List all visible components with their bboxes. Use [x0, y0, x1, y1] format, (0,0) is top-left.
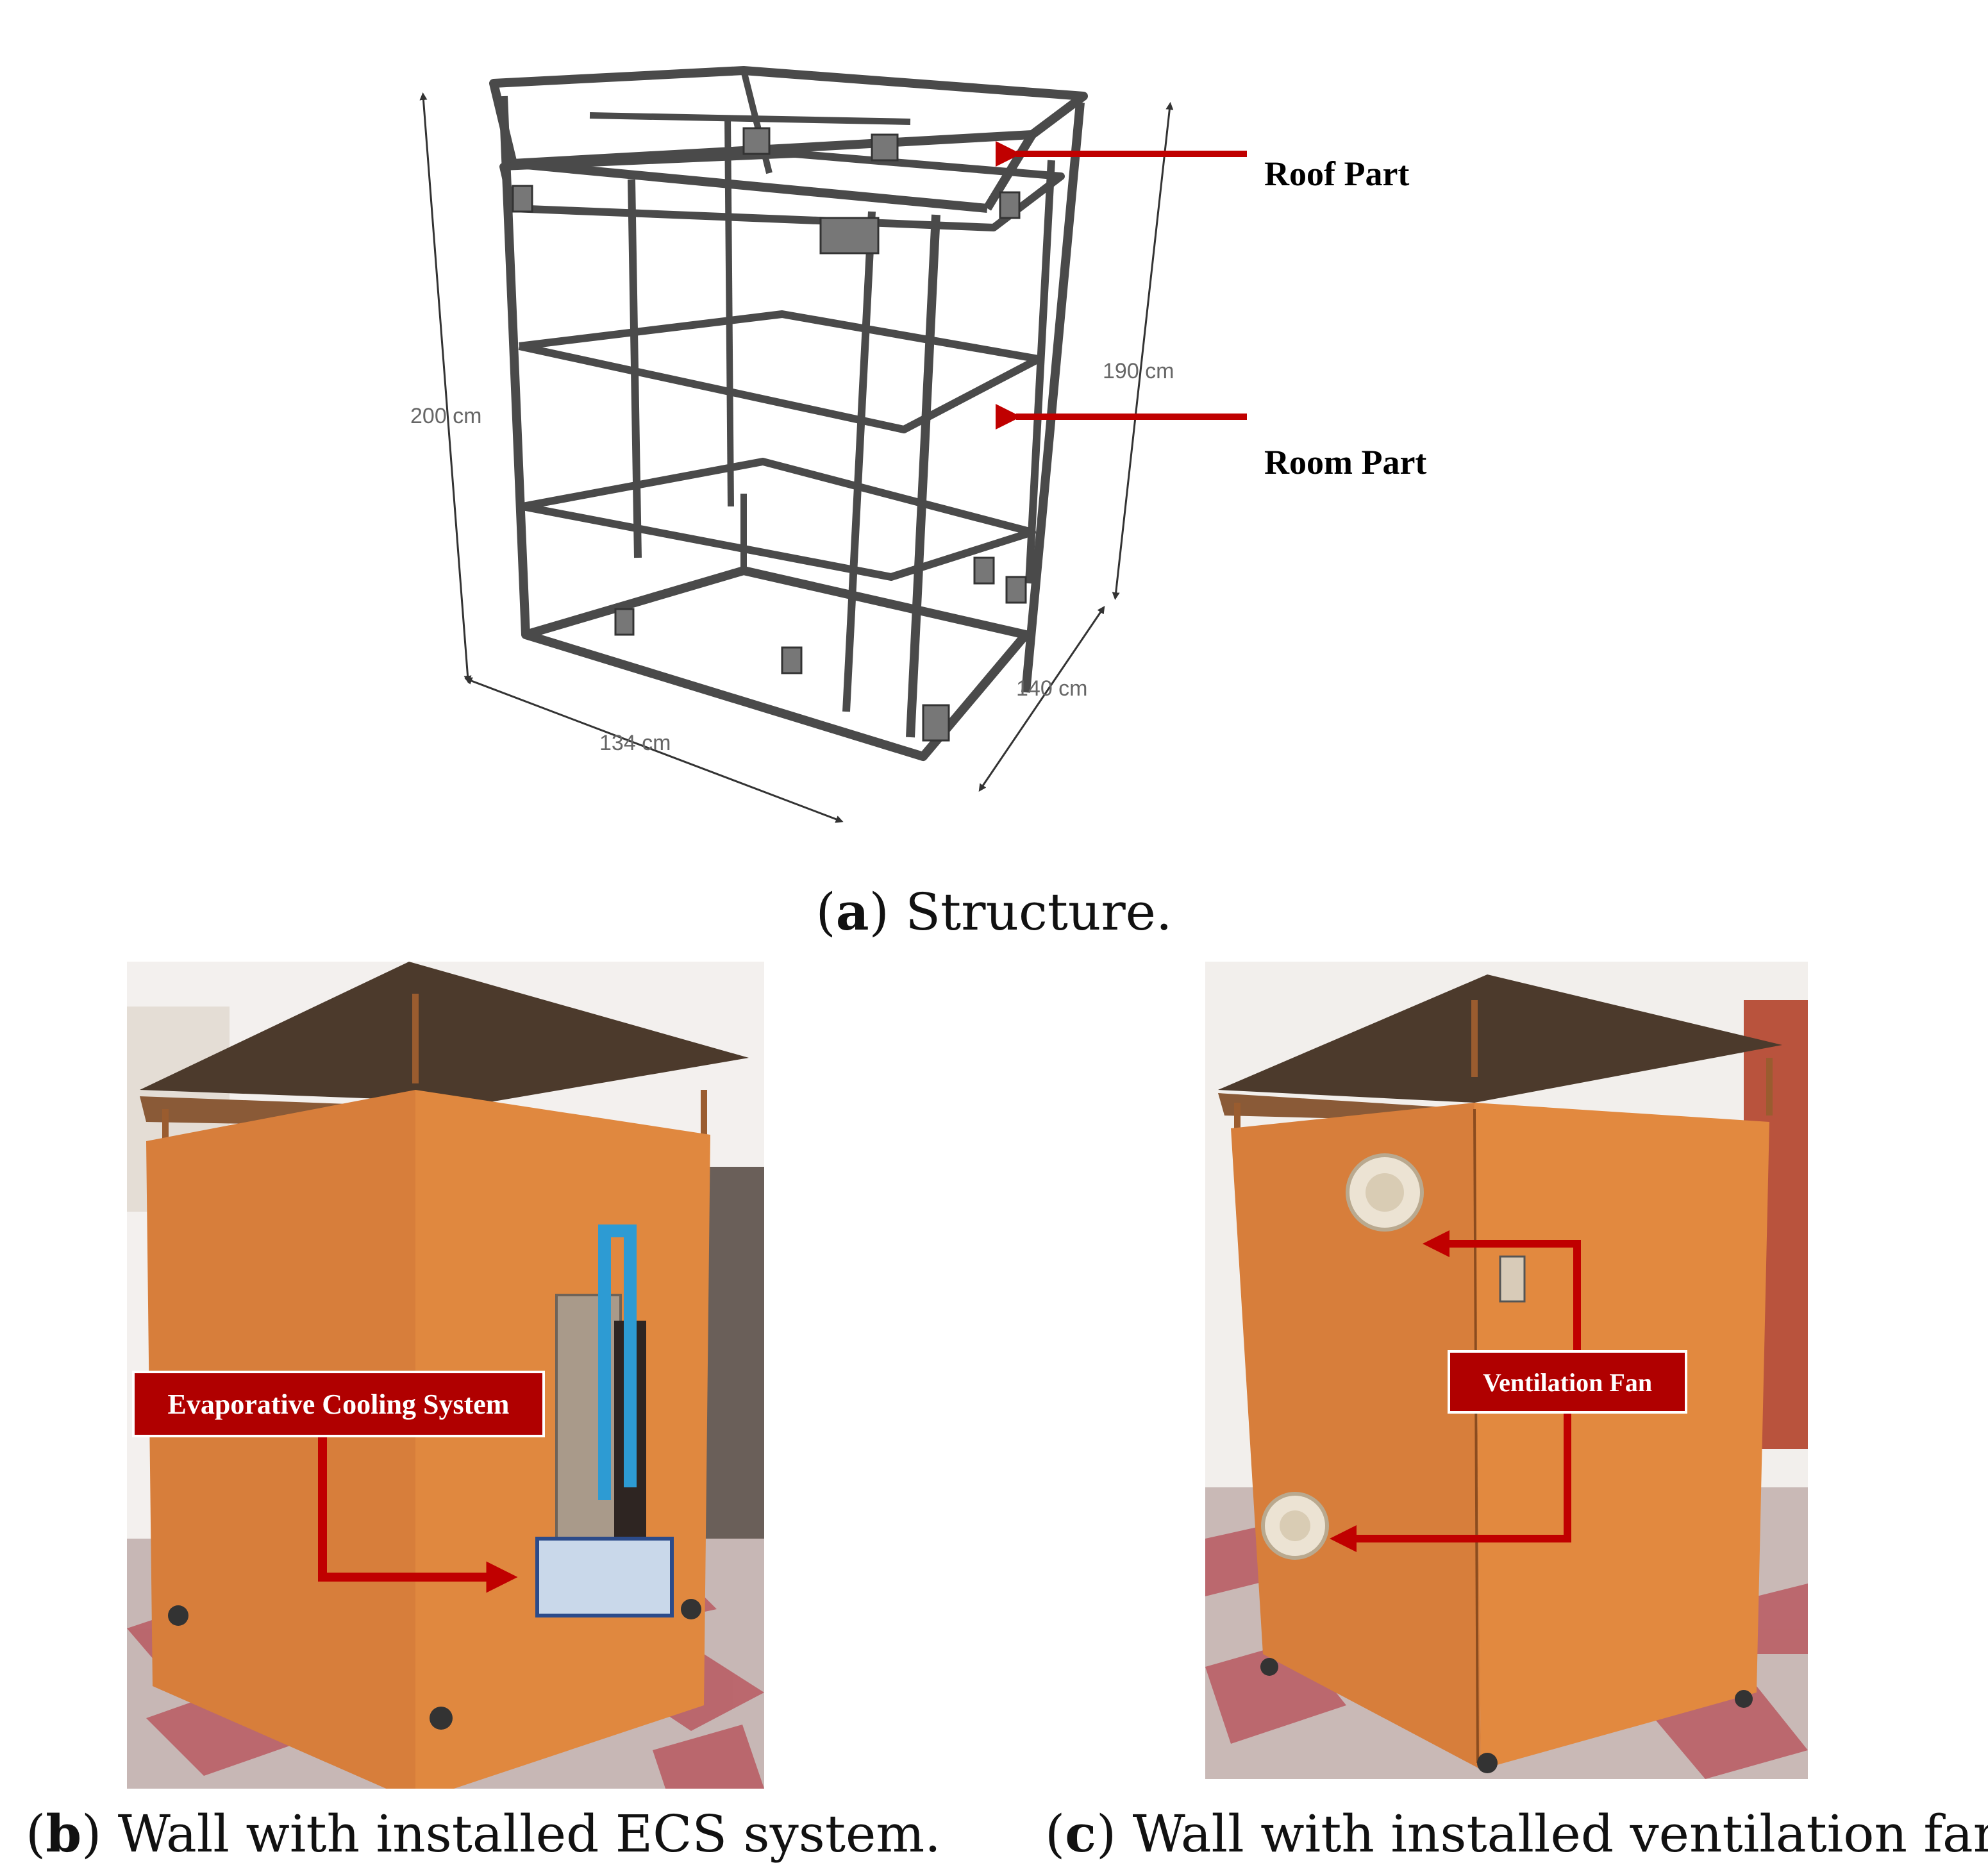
caption-b: (b) Wall with installed ECS system.	[26, 1803, 941, 1864]
ecs-wall-photo: Evaporative Cooling System	[127, 962, 764, 1789]
frame-brackets	[512, 127, 1027, 742]
dim-height-right: 190 cm	[1103, 359, 1174, 383]
caption-a: (a) Structure.	[815, 882, 1173, 942]
dim-depth-side: 140 cm	[1016, 676, 1088, 701]
ecs-callout-box	[132, 1371, 545, 1437]
ecs-photo-illustration: Evaporative Cooling System	[127, 962, 764, 1789]
fan-callout-arrow-upper	[1423, 1230, 1581, 1351]
dimension-lines	[419, 92, 1174, 823]
dim-height-left: 200 cm	[410, 404, 482, 428]
caption-c: (c) Wall with installed ventilation fans…	[1045, 1803, 1988, 1864]
frame-drawing: 200 cm 190 cm 134 cm 140 cm	[410, 66, 1247, 823]
fan-callout-arrow-lower	[1330, 1410, 1571, 1552]
fan-callout-label: Ventilation Fan	[1483, 1368, 1652, 1397]
structure-diagram: 200 cm 190 cm 134 cm 140 cm	[385, 45, 1263, 846]
room-part-label: Room Part	[1264, 443, 1427, 481]
metal-frame	[489, 66, 1088, 761]
ecs-callout-arrow	[318, 1436, 518, 1593]
ecs-callout-label: Evaporative Cooling System	[168, 1389, 510, 1420]
dim-width-front: 134 cm	[599, 731, 671, 755]
roof-part-label: Roof Part	[1264, 155, 1410, 193]
ventilation-wall-photo: Ventilation Fan	[1205, 962, 1808, 1779]
ventilation-photo-illustration: Ventilation Fan	[1205, 962, 1808, 1779]
fan-callout-box	[1448, 1350, 1687, 1414]
